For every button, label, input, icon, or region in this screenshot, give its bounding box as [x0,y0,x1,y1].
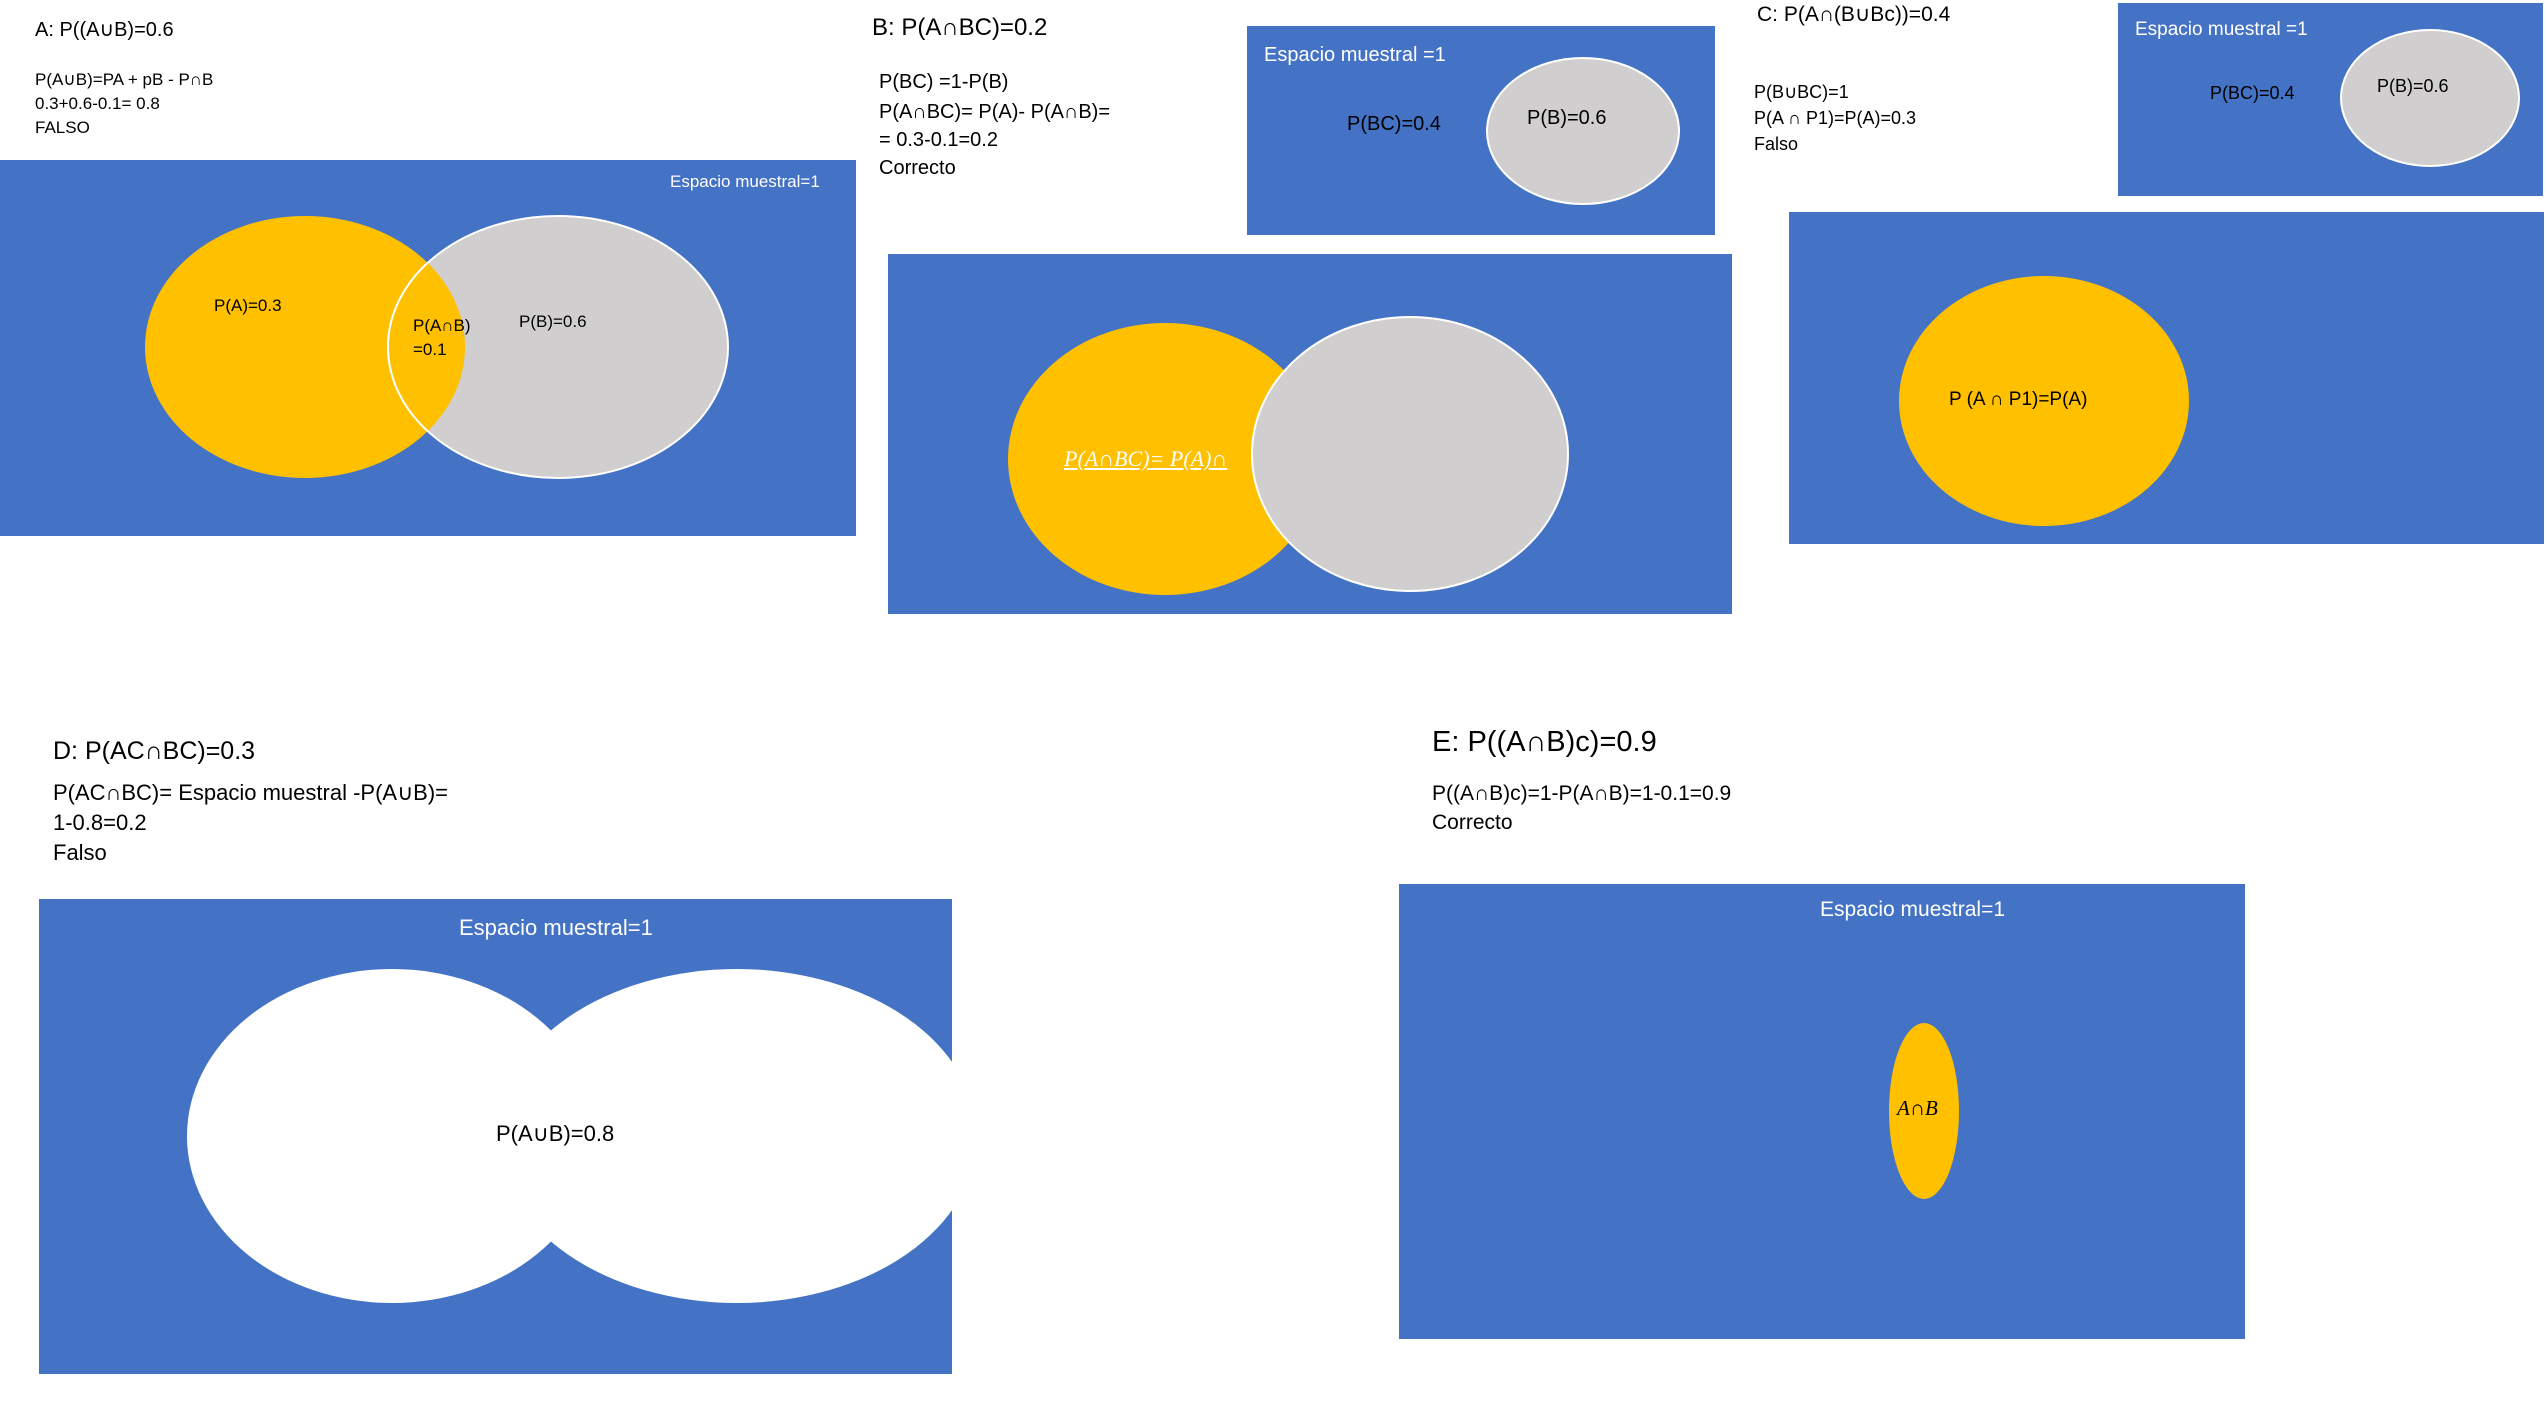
set-b-ellipse [1251,316,1569,592]
panel-d-sample-space-label: Espacio muestral=1 [459,915,653,940]
panel-c-verdict: Falso [1754,134,1799,154]
set-a-ellipse [1008,323,1322,595]
panel-d-sample-space: Espacio muestral=1 P(A∪B)=0.8 [39,899,977,1374]
panel-b-line2: P(A∩BC)= P(A)- P(A∩B)= [879,101,1111,123]
set-a-ellipse [1899,276,2189,526]
panel-a-verdict: FALSO [35,118,90,137]
set-b-ellipse [497,969,977,1303]
panel-e-verdict: Correcto [1432,811,1513,834]
panel-c-line2: P(A ∩ P1)=P(A)=0.3 [1754,108,1917,128]
panel-b-line1: P(BC) =1-P(B) [879,71,1009,93]
panel-c-big-venn [1899,276,2189,526]
panel-b-big-sample-space: P(A∩BC)= P(A)∩ [888,254,1732,614]
set-a-ellipse [187,969,597,1303]
set-b-label: P(B)=0.6 [2377,76,2449,96]
panel-b-small-venn [1486,57,1680,205]
panel-a-formula: P(A∪B)=PA + pB - P∩B [35,70,214,89]
panel-a-sample-space: Espacio muestral=1 P(A)=0.3 P(A∩B) =0.1 … [0,160,856,536]
panel-d-verdict: Falso [53,840,107,865]
panel-d-line2: 1-0.8=0.2 [53,810,147,835]
panel-e-venn [1889,1023,1959,1199]
panel-c-line1: P(B∪BC)=1 [1754,82,1849,102]
panel-a-calculation: 0.3+0.6-0.1= 0.8 [35,94,160,113]
union-label: P(A∪B)=0.8 [496,1121,615,1146]
set-b-label: P(B)=0.6 [519,312,587,331]
set-a-ellipse [145,216,465,478]
panel-b-big-venn [1008,316,1569,595]
intersection-label-2: =0.1 [413,340,447,359]
set-b-ellipse [2340,29,2520,167]
panel-b-title: B: P(A∩BC)=0.2 [872,14,1048,41]
panel-c-small-sample-space: Espacio muestral =1 P(BC)=0.4 P(B)=0.6 [2118,3,2543,196]
panel-b-line3: = 0.3-0.1=0.2 [879,129,998,151]
panel-a-venn [145,215,729,479]
panel-d-line1: P(AC∩BC)= Espacio muestral -P(A∪B)= [53,780,449,805]
set-b-ellipse [1486,57,1680,205]
set-b-label: P(B)=0.6 [1527,107,1607,129]
panel-b-small-box-label: Espacio muestral =1 [1264,44,1446,66]
intersection-overlay [387,216,465,478]
intersection-label: A∩B [1897,1096,1938,1120]
panel-b-verdict: Correcto [879,157,956,179]
panel-c-small-venn [2340,29,2520,167]
panel-c-big-sample-space: P (A ∩ P1)=P(A) [1789,212,2544,544]
panel-a-sample-space-label: Espacio muestral=1 [670,172,820,191]
panel-d-title: D: P(AC∩BC)=0.3 [53,737,256,765]
intersection-ellipse [1889,1023,1959,1199]
panel-e-line1: P((A∩B)c)=1-P(A∩B)=1-0.1=0.9 [1432,782,1732,805]
set-a-label: P(A)=0.3 [214,296,282,315]
set-a-label: P (A ∩ P1)=P(A) [1949,389,2088,410]
panel-e-title: E: P((A∩B)c)=0.9 [1432,726,1657,758]
a-minus-b-label: P(A∩BC)= P(A)∩ [1064,446,1228,471]
panel-b-small-sample-space: Espacio muestral =1 P(BC)=0.4 P(B)=0.6 [1247,26,1715,235]
complement-b-label: P(BC)=0.4 [1347,113,1441,135]
panel-e-sample-space-label: Espacio muestral=1 [1820,898,2006,921]
panel-d-venn [187,969,977,1303]
intersection-label-1: P(A∩B) [413,316,471,335]
panel-e-sample-space: Espacio muestral=1 A∩B [1399,884,2245,1339]
panel-c-small-box-label: Espacio muestral =1 [2135,19,2308,40]
panel-c-title: C: P(A∩(B∪Bc))=0.4 [1757,3,1951,26]
panel-a-title: A: P((A∪B)=0.6 [35,19,174,41]
complement-b-label: P(BC)=0.4 [2210,83,2295,103]
